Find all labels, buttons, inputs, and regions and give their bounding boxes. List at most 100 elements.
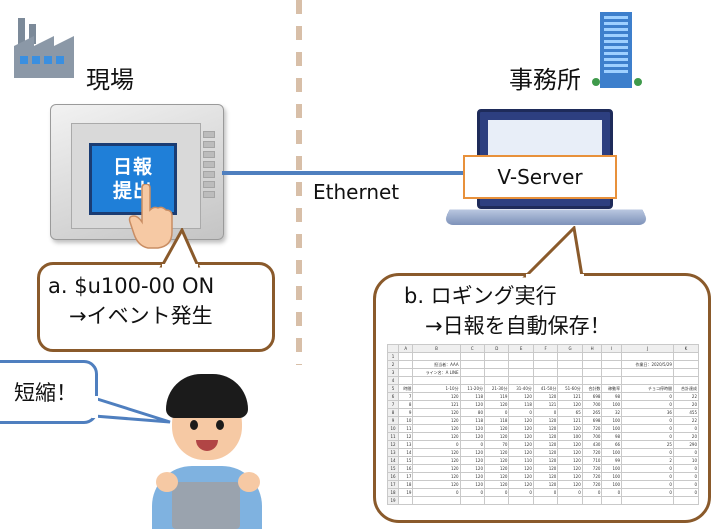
spreadsheet-cell: 80 [459,408,486,417]
spreadsheet-cell: 118 [508,400,534,409]
spreadsheet-cell: 120 [557,480,583,489]
spreadsheet-cell: 720 [581,480,603,489]
spreadsheet-cell: 120 [508,416,534,425]
spreadsheet-cell: 1-10分 [412,384,461,393]
spreadsheet-cell [557,368,583,377]
spreadsheet-cell: 14 [397,448,414,457]
spreadsheet-cell [581,352,603,361]
daily-report-button[interactable]: 日報 提出 [89,143,177,215]
spreadsheet-column-header: B [412,344,461,353]
spreadsheet-cell [397,368,414,377]
spreadsheet-cell [557,360,583,369]
spreadsheet-cell: 120 [412,448,461,457]
spreadsheet-cell [459,368,486,377]
spreadsheet-cell: 0 [621,480,674,489]
spreadsheet-cell [672,376,700,385]
spreadsheet-cell: 11 [397,424,414,433]
spreadsheet-cell: 121 [412,400,461,409]
spreadsheet-cell: 118 [459,416,486,425]
spreadsheet-cell: 0 [621,432,674,441]
spreadsheet-cell: 720 [581,424,603,433]
spreadsheet-row-number: 15 [387,464,399,473]
spreadsheet-row: 1 [387,352,700,361]
spreadsheet-cell: 700 [581,400,603,409]
spreadsheet-cell [581,360,603,369]
spreadsheet-cell: 120 [508,472,534,481]
spreadsheet-cell: 120 [484,432,510,441]
spreadsheet-row-number: 1 [387,352,399,361]
spreadsheet-cell [412,496,461,505]
spreadsheet-cell: 0 [459,440,486,449]
spreadsheet-cell [459,360,486,369]
site-office-divider [296,0,302,365]
spreadsheet-cell: 0 [672,424,700,433]
spreadsheet-cell: 0 [621,488,674,497]
spreadsheet-column-header: J [621,344,674,353]
spreadsheet-cell: 120 [412,472,461,481]
ethernet-label: Ethernet [313,180,400,204]
spreadsheet-cell: 120 [412,424,461,433]
spreadsheet-cell [459,496,486,505]
spreadsheet-cell [621,376,674,385]
spreadsheet-cell: 18 [397,480,414,489]
spreadsheet-row-number: 14 [387,456,399,465]
spreadsheet-cell: 120 [459,464,486,473]
spreadsheet-cell: ライン名：A LINE [412,368,461,377]
spreadsheet-cell: 120 [412,432,461,441]
spreadsheet-cell: 120 [557,464,583,473]
spreadsheet-cell [601,496,623,505]
spreadsheet-cell: 36 [621,408,674,417]
spreadsheet-cell: 100 [601,480,623,489]
spreadsheet-row-number: 5 [387,384,399,393]
spreadsheet-cell: 118 [459,392,486,401]
spreadsheet-cell [621,352,674,361]
spreadsheet-cell: 120 [557,456,583,465]
spreadsheet-cell: 120 [532,392,559,401]
callout-shorten-tail [92,395,171,424]
spreadsheet-cell: 698 [581,416,603,425]
spreadsheet-cell: 41-50分 [532,384,559,393]
spreadsheet-cell: 118 [484,416,510,425]
spreadsheet-cell [601,360,623,369]
spreadsheet-cell: 99 [601,456,623,465]
spreadsheet-cell [484,360,510,369]
spreadsheet-cell: 10 [397,416,414,425]
spreadsheet-row-number: 10 [387,424,399,433]
spreadsheet-cell [621,496,674,505]
site-label: 現場 [86,66,134,94]
spreadsheet-cell: 15 [397,456,414,465]
spreadsheet-cell [601,368,623,377]
spreadsheet-cell [601,376,623,385]
spreadsheet-cell: 120 [459,432,486,441]
spreadsheet-cell: 作業日：2020/5/29 [621,360,674,369]
spreadsheet-cell: 120 [484,448,510,457]
spreadsheet-cell: 時間 [397,384,414,393]
spreadsheet-cell [484,352,510,361]
spreadsheet-cell: 720 [581,464,603,473]
spreadsheet-cell [672,368,700,377]
spreadsheet-cell: 120 [484,456,510,465]
spreadsheet-cell [397,352,414,361]
spreadsheet-cell: 担当者：AAA [412,360,461,369]
spreadsheet-cell: 65 [557,408,583,417]
spreadsheet-cell: 0 [532,408,559,417]
spreadsheet-row-number: 6 [387,392,399,401]
office-building-icon [592,12,642,88]
spreadsheet-cell: 120 [532,432,559,441]
spreadsheet-row-number: 11 [387,432,399,441]
callout-shorten [0,360,98,424]
spreadsheet-cell: 698 [581,392,603,401]
spreadsheet-cell [459,352,486,361]
spreadsheet-cell [508,376,534,385]
spreadsheet-cell: 21-30分 [484,384,510,393]
spreadsheet-row-number: 16 [387,472,399,481]
spreadsheet-cell [581,376,603,385]
office-label: 事務所 [509,66,581,94]
callout-shorten-text: 短縮！ [14,381,77,405]
spreadsheet-cell [532,496,559,505]
